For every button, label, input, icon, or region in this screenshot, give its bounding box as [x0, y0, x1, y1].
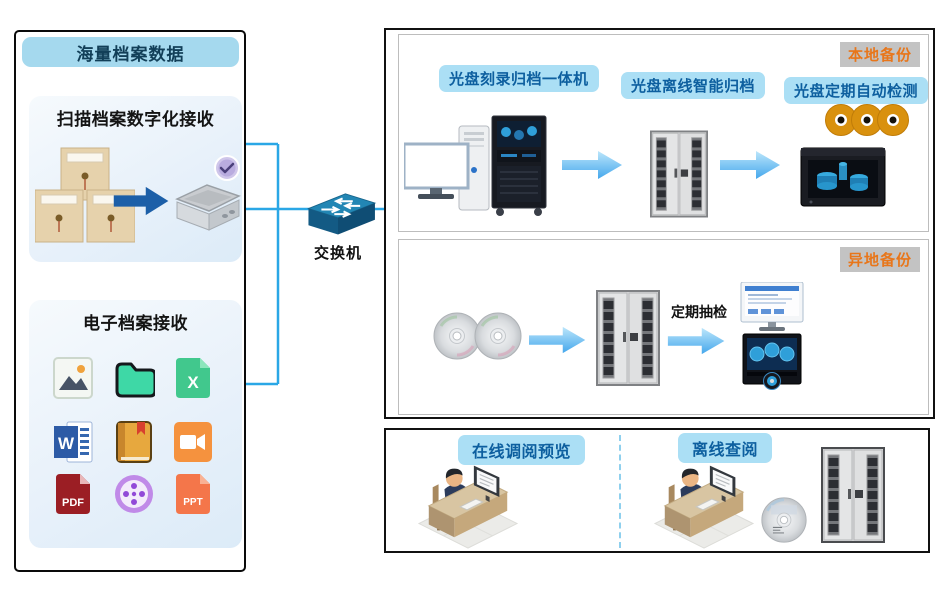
offline-reader-person-icon	[653, 465, 755, 549]
flow-arrow-icon	[562, 151, 622, 179]
notebook-icon	[116, 421, 152, 463]
word-letter: W	[58, 434, 75, 453]
disc-burn-station-icon	[404, 115, 547, 216]
flow-arrow-icon	[720, 151, 780, 179]
scanner-icon	[175, 155, 241, 231]
digital-section-title: 电子档案接收	[83, 314, 188, 333]
access-panel: 在线调阅预览 离线查阅	[384, 428, 930, 553]
disc-cabinet-icon	[821, 447, 885, 543]
ppt-file-icon: PPT	[176, 474, 210, 514]
excel-file-icon: X	[176, 358, 210, 398]
pdf-file-icon: PDF	[56, 474, 90, 514]
periodic-sampling-label: 定期抽检	[671, 304, 727, 320]
scan-flow-arrow-icon	[113, 186, 169, 216]
archive-cd-icon	[761, 497, 807, 543]
digital-receive-section: 电子档案接收 X W	[29, 300, 242, 548]
offsite-backup-box: 异地备份	[398, 239, 929, 415]
scan-section-title: 扫描档案数字化接收	[56, 110, 215, 129]
switch-icon	[307, 193, 377, 235]
media-player-icon	[115, 475, 153, 513]
online-access-label: 在线调阅预览	[458, 435, 586, 465]
disc-cabinet-icon	[596, 290, 660, 386]
video-file-icon	[174, 422, 212, 462]
auto-detect-label: 光盘定期自动检测	[784, 77, 929, 104]
folder-icon	[115, 362, 155, 398]
image-file-icon	[53, 357, 93, 399]
disc-detector-icon	[800, 147, 886, 207]
offline-smart-archive-label: 光盘离线智能归档	[621, 72, 766, 99]
panel-divider	[619, 435, 621, 548]
local-backup-box: 本地备份 光盘刻录归档一体机 光盘离线智能归档 光盘定期自动检测	[398, 34, 929, 232]
online-reader-person-icon	[417, 465, 519, 549]
ppt-letters: PPT	[183, 497, 202, 508]
disc-cabinet-icon	[650, 130, 708, 218]
flow-arrow-icon	[529, 326, 586, 354]
backup-panel: 本地备份 光盘刻录归档一体机 光盘离线智能归档 光盘定期自动检测	[384, 28, 935, 419]
pdf-letters: PDF	[62, 497, 84, 509]
panel-title-massive-archive-data: 海量档案数据	[22, 37, 239, 67]
scan-receive-section: 扫描档案数字化接收	[29, 96, 242, 262]
orange-discs-icon	[825, 104, 909, 136]
appraisal-station-icon	[740, 282, 804, 390]
offline-access-label: 离线查阅	[678, 433, 773, 463]
offsite-backup-badge: 异地备份	[839, 247, 920, 272]
excel-letter: X	[187, 373, 199, 392]
local-backup-badge: 本地备份	[839, 42, 920, 67]
flow-arrow-icon	[667, 327, 725, 355]
burn-archive-label: 光盘刻录归档一体机	[439, 65, 599, 92]
archive-data-panel: 海量档案数据 扫描档案数字化接收	[14, 30, 246, 572]
switch-label: 交换机	[313, 245, 362, 262]
cd-pair-icon	[433, 312, 522, 360]
word-file-icon: W	[54, 421, 93, 463]
network-switch: 交换机	[296, 192, 380, 263]
archive-boxes-icon	[35, 147, 135, 243]
